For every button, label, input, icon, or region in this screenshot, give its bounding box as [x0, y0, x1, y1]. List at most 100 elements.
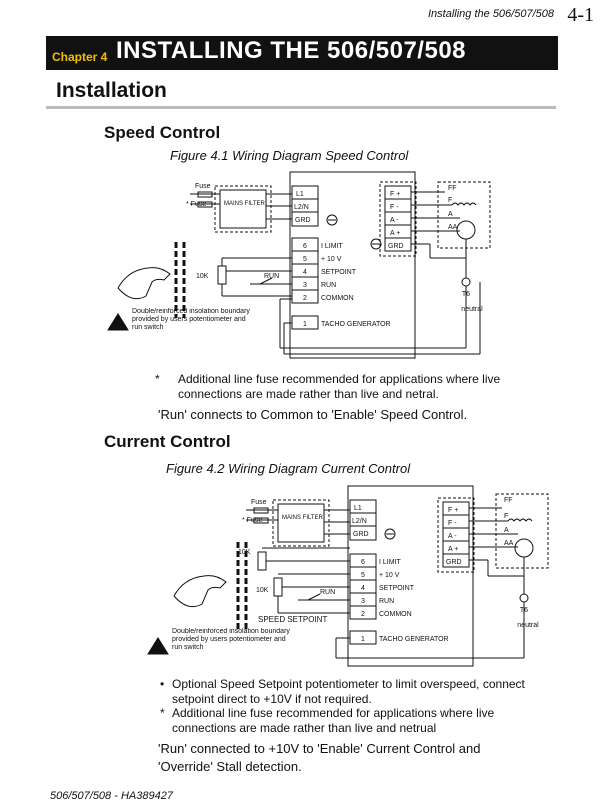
chapter-bar [46, 36, 558, 70]
potentiometer-10k [217, 265, 227, 285]
current-bullet-marker: • [160, 677, 165, 691]
terminal-3: 3 [361, 598, 365, 605]
tacho-generator [461, 277, 471, 287]
drive-unit-body [289, 171, 416, 359]
terminal-l2n: L2/N [352, 518, 367, 525]
hand-icon [173, 575, 227, 608]
terminal-3-label: RUN [321, 282, 336, 289]
terminal-6-label: I LIMIT [379, 559, 402, 566]
fuse-star-label: * Fuse [186, 201, 206, 208]
terminal-4-label: SETPOINT [321, 269, 357, 276]
motor-terminal-grd: GRD [388, 243, 404, 250]
pot-10k-setpoint-label: 10K [256, 587, 269, 594]
terminal-6: 6 [303, 243, 307, 250]
terminal-5: 5 [303, 256, 307, 263]
terminal-2-label: COMMON [379, 611, 412, 618]
aa-label: AA [504, 540, 514, 547]
running-header: Installing the 506/507/508 [428, 8, 554, 20]
ff-label: FF [448, 185, 457, 192]
mains-filter [219, 189, 267, 229]
motor-terminal-a-minus: A - [390, 217, 399, 224]
fuse-label: Fuse [195, 183, 211, 190]
pot-10k-ilimit-label: 10K [238, 549, 251, 556]
speed-setpoint-label: SPEED SETPOINT [258, 615, 327, 624]
motor-terminal-f-plus: F + [390, 191, 400, 198]
terminal-1-label: TACHO GENERATOR [321, 321, 391, 328]
mains-filter-label: MAINS FILTER [282, 515, 324, 521]
terminal-3: 3 [303, 282, 307, 289]
terminal-3-label: RUN [379, 598, 394, 605]
mains-filter-label: MAINS FILTER [224, 201, 266, 207]
current-statement: 'Run' connected to +10V to 'Enable' Curr… [158, 741, 481, 774]
figure-4-2-caption: Figure 4.2 Wiring Diagram Current Contro… [166, 461, 411, 476]
terminal-1: 1 [361, 636, 365, 643]
terminal-grd: GRD [295, 217, 311, 224]
terminal-2: 2 [303, 295, 307, 302]
mains-filter [277, 503, 325, 543]
f-label: F [504, 513, 508, 520]
potentiometer-10k-ilimit [257, 551, 267, 571]
neutral-label: neutral [461, 306, 483, 313]
speed-statement: 'Run' connects to Common to 'Enable' Spe… [158, 407, 468, 422]
tacho-generator [519, 593, 529, 603]
drive-unit-body [347, 485, 474, 667]
speed-control-heading: Speed Control [104, 123, 221, 142]
motor-terminal-a-minus: A - [448, 533, 457, 540]
current-note: Additional line fuse recommended for app… [172, 706, 495, 735]
figure-4-1-caption: Figure 4.1 Wiring Diagram Speed Control [170, 148, 409, 163]
motor-armature [456, 220, 476, 240]
potentiometer-10k-setpoint [273, 577, 283, 597]
a-label: A [504, 527, 509, 534]
terminal-2: 2 [361, 611, 365, 618]
chapter-label: Chapter 4 [52, 50, 108, 64]
terminal-6: 6 [361, 559, 365, 566]
run-switch-label: RUN [264, 273, 279, 280]
footer-doc-id: 506/507/508 - HA389427 [50, 790, 173, 802]
hand-icon [117, 267, 171, 300]
pot-10k-label: 10K [196, 273, 209, 280]
terminal-2-label: COMMON [321, 295, 354, 302]
warning-icon [107, 313, 129, 331]
section-title: Installation [56, 79, 167, 102]
a-label: A [448, 211, 453, 218]
current-control-wiring-diagram: Fuse * Fuse MAINS FILTER L1 L2/N GRD 6 I… [147, 485, 549, 667]
motor-terminal-a-plus: A + [390, 230, 400, 237]
terminal-5-label: + 10 V [321, 256, 342, 263]
fuse-star-label: * Fuse [242, 517, 262, 524]
motor-terminal-f-plus: F + [448, 507, 458, 514]
terminal-4: 4 [303, 269, 307, 276]
speed-note-marker: * [155, 372, 160, 386]
t6-label: T6 [520, 607, 528, 614]
aa-label: AA [448, 224, 458, 231]
motor-terminal-f-minus: F - [390, 204, 399, 211]
section-rule [46, 106, 556, 109]
neutral-label: neutral [517, 622, 539, 629]
current-note-marker: * [160, 706, 165, 720]
chapter-title: INSTALLING THE 506/507/508 [116, 37, 467, 64]
current-bullet-note: Optional Speed Setpoint potentiometer to… [172, 677, 525, 706]
terminal-6-label: I LIMIT [321, 243, 344, 250]
current-control-heading: Current Control [104, 432, 231, 451]
motor-terminal-grd: GRD [446, 559, 462, 566]
warning-icon [147, 637, 169, 655]
terminal-1-label: TACHO GENERATOR [379, 636, 449, 643]
page-number: 4-1 [567, 4, 594, 26]
isolation-warning-text: Double/reinforced insolation boundary pr… [132, 308, 250, 331]
terminal-l1: L1 [354, 505, 362, 512]
motor-armature [514, 538, 534, 558]
terminal-1: 1 [303, 321, 307, 328]
fuse-label: Fuse [251, 499, 267, 506]
terminal-l2n: L2/N [294, 204, 309, 211]
f-label: F [448, 197, 452, 204]
ff-label: FF [504, 497, 513, 504]
terminal-4-label: SETPOINT [379, 585, 415, 592]
terminal-l1: L1 [296, 191, 304, 198]
isolation-warning-text: Double/reinforced insolation boundary pr… [172, 628, 290, 651]
speed-control-wiring-diagram: Fuse * Fuse MAINS FILTER L1 L2/N GRD 6 I… [107, 171, 491, 359]
terminal-5-label: + 10 V [379, 572, 400, 579]
t6-label: T6 [462, 291, 470, 298]
run-switch-label: RUN [320, 589, 335, 596]
motor-terminal-f-minus: F - [448, 520, 457, 527]
terminal-grd: GRD [353, 531, 369, 538]
terminal-5: 5 [361, 572, 365, 579]
